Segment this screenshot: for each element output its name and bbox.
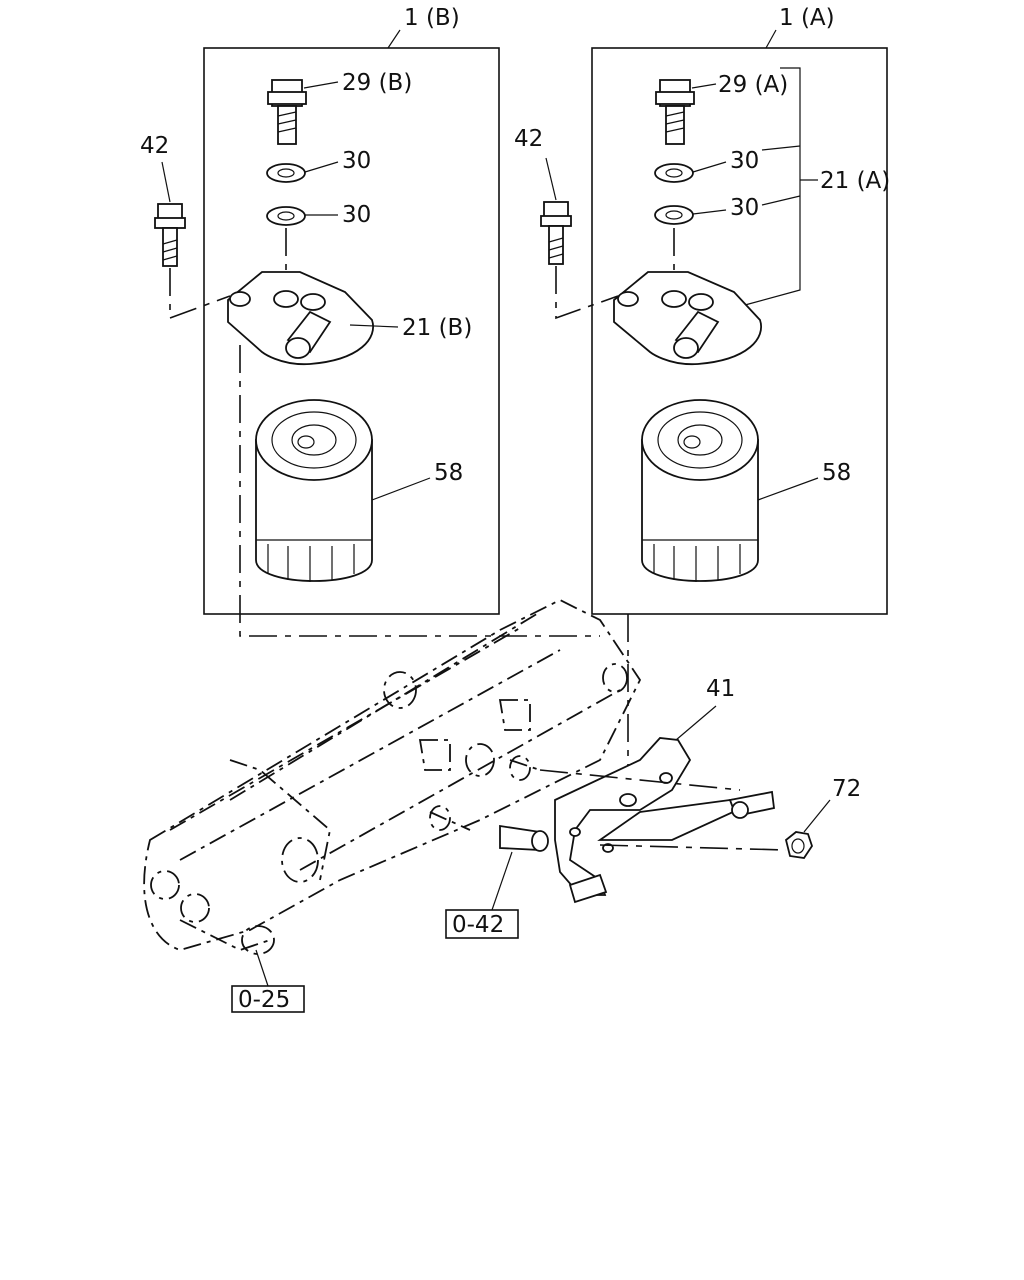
label-washer-b2[interactable]: 30 bbox=[342, 202, 371, 228]
label-ref-0-25[interactable]: 0-25 bbox=[238, 987, 290, 1013]
label-nut-72[interactable]: 72 bbox=[832, 776, 861, 802]
bolt-42-left bbox=[154, 203, 186, 267]
bolt-29b bbox=[267, 79, 307, 145]
label-assembly-a[interactable]: 1 (A) bbox=[779, 5, 835, 31]
label-bolt-42-right[interactable]: 42 bbox=[514, 126, 543, 152]
ref-box-0-42[interactable] bbox=[445, 909, 519, 939]
label-head-21a[interactable]: 21 (A) bbox=[820, 168, 890, 194]
label-head-21b[interactable]: 21 (B) bbox=[402, 315, 472, 341]
label-bolt-29a[interactable]: 29 (A) bbox=[718, 72, 788, 98]
bolt-29a bbox=[655, 79, 695, 145]
label-washer-b1[interactable]: 30 bbox=[342, 148, 371, 174]
ref-box-0-25[interactable] bbox=[231, 985, 305, 1013]
label-assembly-b[interactable]: 1 (B) bbox=[404, 5, 460, 31]
filter-cartridge-a bbox=[641, 399, 759, 582]
nut-72 bbox=[784, 831, 813, 859]
label-bracket-41[interactable]: 41 bbox=[706, 676, 735, 702]
label-filter-58b[interactable]: 58 bbox=[434, 460, 463, 486]
washer-b2 bbox=[266, 206, 306, 226]
label-filter-58a[interactable]: 58 bbox=[822, 460, 851, 486]
label-ref-0-42[interactable]: 0-42 bbox=[452, 912, 504, 938]
assembly-box-a bbox=[591, 47, 888, 615]
label-washer-a2[interactable]: 30 bbox=[730, 195, 759, 221]
bracket-41 bbox=[554, 737, 775, 904]
filter-head-b bbox=[227, 271, 374, 365]
filter-cartridge-b bbox=[255, 399, 373, 582]
washer-a1 bbox=[654, 163, 694, 183]
engine-block bbox=[143, 598, 642, 955]
washer-a2 bbox=[654, 205, 694, 225]
bolt-42-right bbox=[540, 201, 572, 265]
sleeve-part bbox=[499, 824, 549, 852]
assembly-box-b bbox=[203, 47, 500, 615]
filter-head-a bbox=[613, 271, 762, 365]
label-washer-a1[interactable]: 30 bbox=[730, 148, 759, 174]
label-bolt-42-left[interactable]: 42 bbox=[140, 133, 169, 159]
washer-b1 bbox=[266, 163, 306, 183]
label-bolt-29b[interactable]: 29 (B) bbox=[342, 70, 412, 96]
